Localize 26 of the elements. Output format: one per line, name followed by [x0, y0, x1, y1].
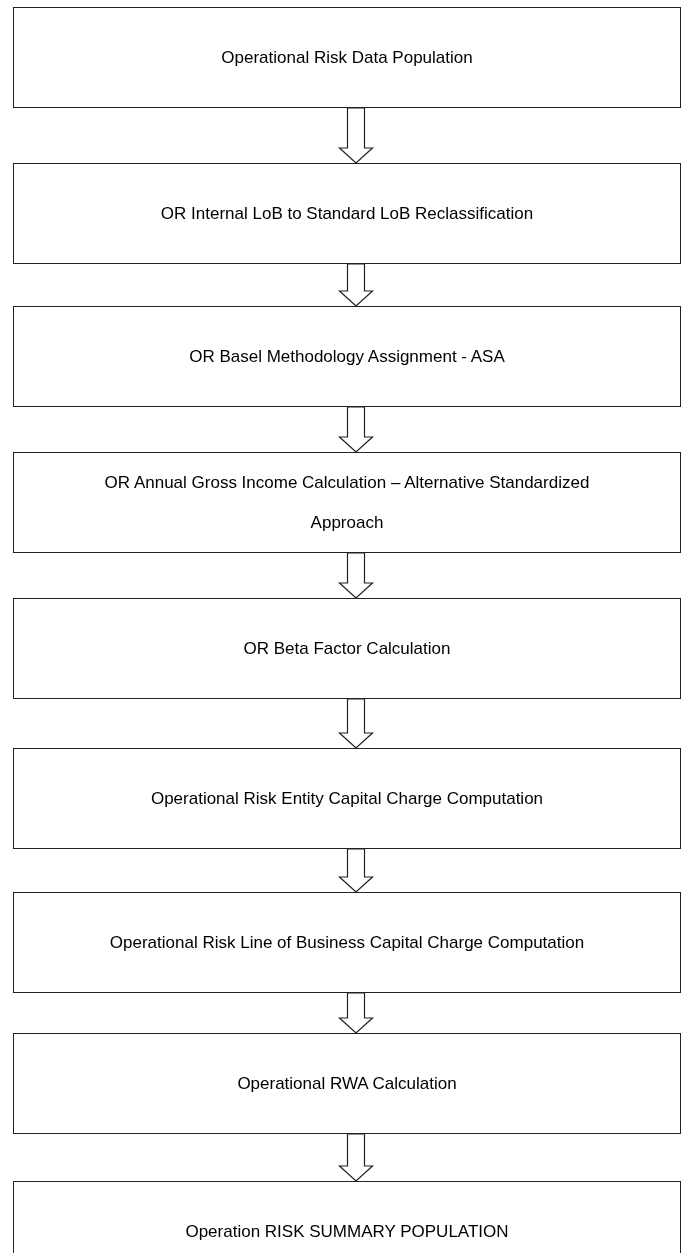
block-arrow — [337, 1133, 375, 1182]
process-box — [13, 598, 681, 699]
process-box — [13, 7, 681, 108]
step-text: Operational Risk Data Population — [221, 46, 473, 69]
process-box — [13, 1181, 681, 1253]
step-text: OR Internal LoB to Standard LoB Reclassification — [160, 202, 534, 225]
process-box — [13, 892, 681, 993]
process-box — [13, 306, 681, 407]
step-text: Operational RWA Calculation — [237, 1072, 457, 1095]
block-arrow — [337, 848, 375, 893]
block-arrow — [337, 107, 375, 164]
step-text: OR Annual Gross Income Calculation – Alternative Standardized Approach — [103, 471, 591, 534]
step-text: Operation RISK SUMMARY POPULATION — [185, 1220, 509, 1243]
block-arrow — [337, 263, 375, 307]
process-box — [13, 1033, 681, 1134]
block-arrow — [337, 992, 375, 1034]
step-text: Operational Risk Entity Capital Charge Computation — [150, 787, 544, 810]
block-arrow — [337, 552, 375, 599]
process-box — [13, 748, 681, 849]
process-box — [13, 452, 681, 553]
step-text: OR Beta Factor Calculation — [243, 637, 451, 660]
block-arrow — [337, 406, 375, 453]
process-box — [13, 163, 681, 264]
step-text: OR Basel Methodology Assignment - ASA — [189, 345, 505, 368]
block-arrow — [337, 698, 375, 749]
step-text: Operational Risk Line of Business Capital Charge Computation — [109, 931, 585, 954]
